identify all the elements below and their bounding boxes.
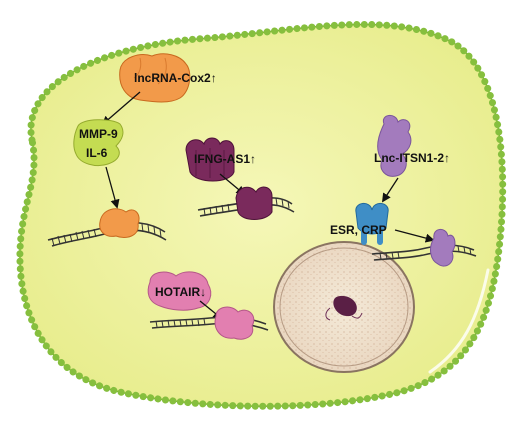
ifng-as1-label: IFNG-AS1↑ <box>194 152 256 166</box>
hotair-label: HOTAIR↓ <box>155 285 206 299</box>
nucleus <box>273 241 415 373</box>
hotair-protein <box>147 271 212 311</box>
arrow-itsn-to-esr <box>382 177 399 203</box>
dna-bound-lilac-protein <box>430 229 456 267</box>
lncrna-cox2-protein <box>119 53 191 103</box>
arrow-cox2-to-mmp9 <box>101 91 141 126</box>
mmp9-il6-protein <box>73 119 124 167</box>
ifng-as1-protein <box>185 137 235 182</box>
dna-strand-right <box>371 244 477 261</box>
arrow-mmp9-to-dna <box>105 166 120 209</box>
membrane-highlight <box>428 268 490 374</box>
lncrna-cox2-label: lncRNA-Cox2↑ <box>134 71 217 85</box>
arrow-esr-to-dna <box>394 229 435 243</box>
dna-bound-orange-protein <box>99 208 140 238</box>
il6-label: IL-6 <box>86 146 108 160</box>
mmp9-label: MMP-9 <box>79 127 118 141</box>
esr-crp-label: ESR, CRP <box>330 223 387 237</box>
nucleolus <box>333 295 357 317</box>
dna-bound-pink-protein <box>214 306 255 340</box>
lnc-itsn1-2-label: Lnc-ITSN1-2↑ <box>374 151 450 165</box>
esr-crp-protein <box>355 203 389 245</box>
lnc-itsn1-2-protein <box>377 115 412 177</box>
cell-membrane <box>16 21 507 410</box>
dna-bound-purple-protein <box>235 186 273 220</box>
